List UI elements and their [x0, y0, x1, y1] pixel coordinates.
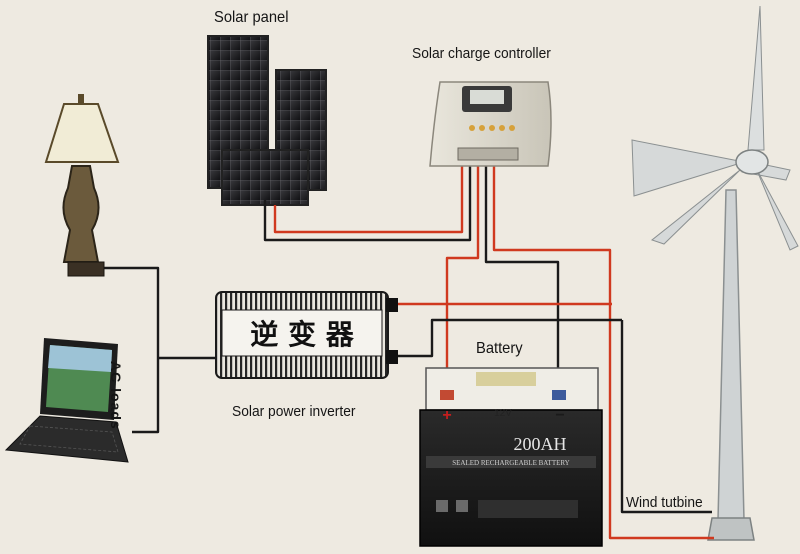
- battery-body: [419, 409, 603, 547]
- battery-front-label: [426, 456, 596, 468]
- wire-ctrl-battery-black: [484, 160, 560, 400]
- solar-panels: [207, 35, 327, 206]
- wind-turbine-label: Wind tutbine: [626, 494, 703, 511]
- wire-inverter-black: [398, 318, 622, 358]
- battery-terminal-positive: [440, 390, 454, 400]
- inverter-terminal-positive: [386, 298, 398, 312]
- turbine-blade-left: [631, 139, 745, 197]
- solar-panel-label: Solar panel: [214, 9, 289, 26]
- wind-turbine: [631, 5, 799, 541]
- laptop-keyboard: [4, 415, 129, 463]
- battery: + − 12V 200AH SEALED RECHARGEABLE BATTER…: [419, 367, 603, 547]
- inverter-label-plate: [221, 309, 383, 357]
- lamp-body: [62, 165, 100, 263]
- battery-minus-sign: −: [555, 407, 564, 424]
- ac-loads-label: AC loads: [108, 361, 124, 430]
- battery-label: Battery: [476, 340, 523, 357]
- battery-terminal-negative: [552, 390, 566, 400]
- lamp-shade: [44, 103, 120, 163]
- wire-ctrl-battery-red: [445, 160, 480, 400]
- battery-warning-icons: [436, 500, 578, 518]
- wire-ctrl-turbine-red: [492, 160, 714, 540]
- laptop: [4, 338, 129, 463]
- turbine-base: [707, 517, 755, 541]
- controller-body: [429, 81, 552, 167]
- power-inverter: 逆 变 器: [215, 291, 398, 379]
- turbine-blade-right: [755, 167, 799, 251]
- battery-voltage: 12V: [494, 408, 512, 419]
- wiring: [104, 160, 714, 540]
- controller-terminal-strip: [457, 147, 519, 161]
- charge-controller-label: Solar charge controller: [412, 45, 551, 62]
- inverter-terminal-negative: [386, 350, 398, 364]
- laptop-sky: [48, 345, 112, 372]
- wire-panel-red: [273, 160, 464, 234]
- wire-ac-loads: [104, 266, 160, 434]
- controller-leds: [469, 125, 515, 131]
- controller-screen: [470, 90, 504, 104]
- turbine-nacelle: [735, 149, 769, 175]
- inverter-label: Solar power inverter: [232, 403, 356, 420]
- lamp-finial: [78, 94, 84, 104]
- inverter-chinese-text: 逆 变 器: [250, 318, 354, 351]
- battery-subtitle: SEALED RECHARGEABLE BATTERY: [452, 459, 569, 467]
- turbine-blade-down: [650, 169, 741, 245]
- lamp-base: [67, 261, 105, 277]
- battery-capacity: 200AH: [514, 434, 567, 454]
- turbine-tower: [717, 189, 745, 521]
- turbine-blade-up: [747, 5, 765, 151]
- wire-turbine-black: [620, 320, 712, 514]
- charge-controller: [429, 81, 552, 167]
- solar-panel-front: [221, 149, 309, 206]
- battery-lid-label: [476, 372, 536, 386]
- wire-panel-black: [263, 160, 472, 242]
- table-lamp: [44, 94, 120, 277]
- battery-plus-sign: +: [442, 407, 451, 424]
